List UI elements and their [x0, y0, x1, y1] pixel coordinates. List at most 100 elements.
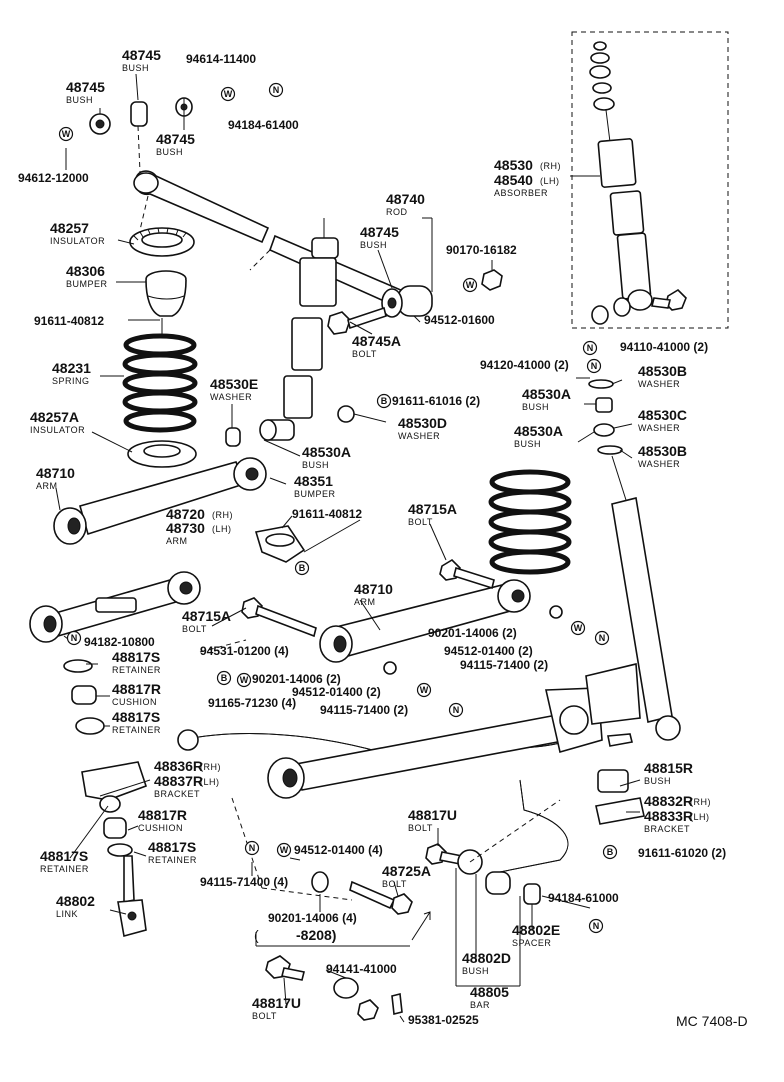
cushion-48817r-b — [103, 817, 127, 839]
side-suffix: (LH) — [212, 524, 232, 534]
nut-94141 — [333, 977, 379, 1021]
part-number: 94182-10800 — [84, 635, 155, 649]
nut-symbol: N — [244, 840, 260, 856]
side-suffix: (LH) — [200, 777, 220, 787]
part-number: 94512-01400 (4) — [294, 843, 383, 857]
part-name: RETAINER — [40, 864, 89, 874]
lateral-rod-48740 — [133, 170, 433, 318]
part-number: 48530 — [494, 157, 533, 173]
part-label-p9461411400: 94614-11400 — [186, 52, 256, 66]
cushion-48817r-a — [71, 685, 97, 705]
part-number: 48817R — [112, 681, 161, 697]
part-name: BUSH — [302, 460, 329, 470]
part-number: 94512-01400 (2) — [292, 685, 381, 699]
part-number: 91611-40812 — [292, 507, 362, 521]
svg-text:N: N — [249, 843, 256, 853]
part-label-p48836r: 48836R(RH) — [154, 758, 221, 774]
part-number: 94110-41000 (2) — [620, 340, 708, 354]
svg-text:W: W — [574, 623, 583, 633]
part-label-p90201_4: 90201-14006 (4) — [268, 911, 357, 925]
part-number: 48802D — [462, 950, 511, 966]
bolt-symbol: B — [294, 560, 310, 576]
part-number: 48837R — [154, 773, 203, 789]
svg-text:B: B — [381, 396, 388, 406]
part-number: 48351 — [294, 473, 333, 489]
part-number: 94531-01200 (4) — [200, 644, 289, 658]
part-label-p9418210800: 94182-10800 — [84, 635, 155, 649]
part-label-p94115_2a: 94115-71400 (2) — [460, 658, 548, 672]
part-name: WASHER — [638, 379, 680, 389]
lower-arm-bottom — [267, 663, 641, 799]
part-number: 48725A — [382, 863, 431, 879]
part-label-p91611_61016: 91611-61016 (2) — [392, 394, 480, 408]
retainer-48817s-a — [63, 659, 93, 673]
part-name: WASHER — [398, 431, 440, 441]
part-number: 48802E — [512, 922, 560, 938]
part-number: 48530D — [398, 415, 447, 431]
part-label-p94110: 94110-41000 (2) — [620, 340, 708, 354]
part-number: 48817U — [408, 807, 457, 823]
bolts-48715a — [241, 558, 495, 638]
part-label-p91165: 91165-71230 (4) — [208, 696, 296, 710]
side-suffix: (RH) — [540, 161, 561, 171]
diagram-reference: MC 7408-D — [676, 1013, 748, 1029]
bolt-48725a — [349, 880, 413, 915]
part-name: LINK — [56, 909, 78, 919]
part-label-p94141: 94141-41000 — [326, 962, 397, 976]
part-number: 48257A — [30, 409, 79, 425]
part-name: RETAINER — [148, 855, 197, 865]
bush-48745-top — [130, 101, 148, 127]
part-name: BUSH — [156, 147, 183, 157]
install-arrow — [411, 911, 431, 941]
part-number: 48710 — [354, 581, 393, 597]
absorber-box — [571, 31, 729, 329]
part-number: 94115-71400 (4) — [200, 875, 288, 889]
part-number: 48530E — [210, 376, 258, 392]
part-name: BAR — [470, 1000, 490, 1010]
part-number: 48720 — [166, 506, 205, 522]
insulator-48257 — [129, 227, 195, 257]
bumper-48351 — [254, 525, 306, 563]
part-number: 48730 — [166, 520, 205, 536]
part-number: 48540 — [494, 172, 533, 188]
side-suffix: (RH) — [212, 510, 233, 520]
bumper-48306 — [145, 270, 187, 317]
bolt-symbol: B — [376, 393, 392, 409]
insulator-48257a — [127, 440, 197, 468]
part-number: 48805 — [470, 984, 509, 1000]
part-label-p48833r: 48833R(LH)BRACKET — [644, 808, 709, 834]
part-number: 48817U — [252, 995, 301, 1011]
part-name: BOLT — [352, 349, 377, 359]
part-number: 48231 — [52, 360, 91, 376]
part-name: SPACER — [512, 938, 551, 948]
part-label-p48540lh: 48540(LH)ABSORBER — [494, 172, 559, 198]
upper-arm-48720 — [29, 571, 201, 643]
part-name: INSULATOR — [30, 425, 85, 435]
washer-90201-small — [383, 661, 397, 675]
part-number: 90201-14006 (4) — [268, 911, 357, 925]
washer-symbol: W — [462, 277, 478, 293]
nut-symbol: N — [66, 630, 82, 646]
part-label-p94512_2a: 94512-01400 (2) — [444, 644, 533, 658]
part-label-p9161140812b: 91611-40812 — [292, 507, 362, 521]
part-number: 48817S — [112, 709, 160, 725]
washer-90201-small — [549, 605, 563, 619]
part-name: ARM — [36, 481, 58, 491]
part-number: 48530A — [522, 386, 571, 402]
bush-48802d — [485, 871, 511, 895]
part-label-p48530rh: 48530 (RH) — [494, 157, 561, 173]
part-label-p95381: 95381-02525 — [408, 1013, 479, 1027]
retainer-48817s-b — [75, 717, 105, 735]
part-number: 48817S — [40, 848, 88, 864]
part-label-p48720: 48720 (RH) — [166, 506, 233, 522]
